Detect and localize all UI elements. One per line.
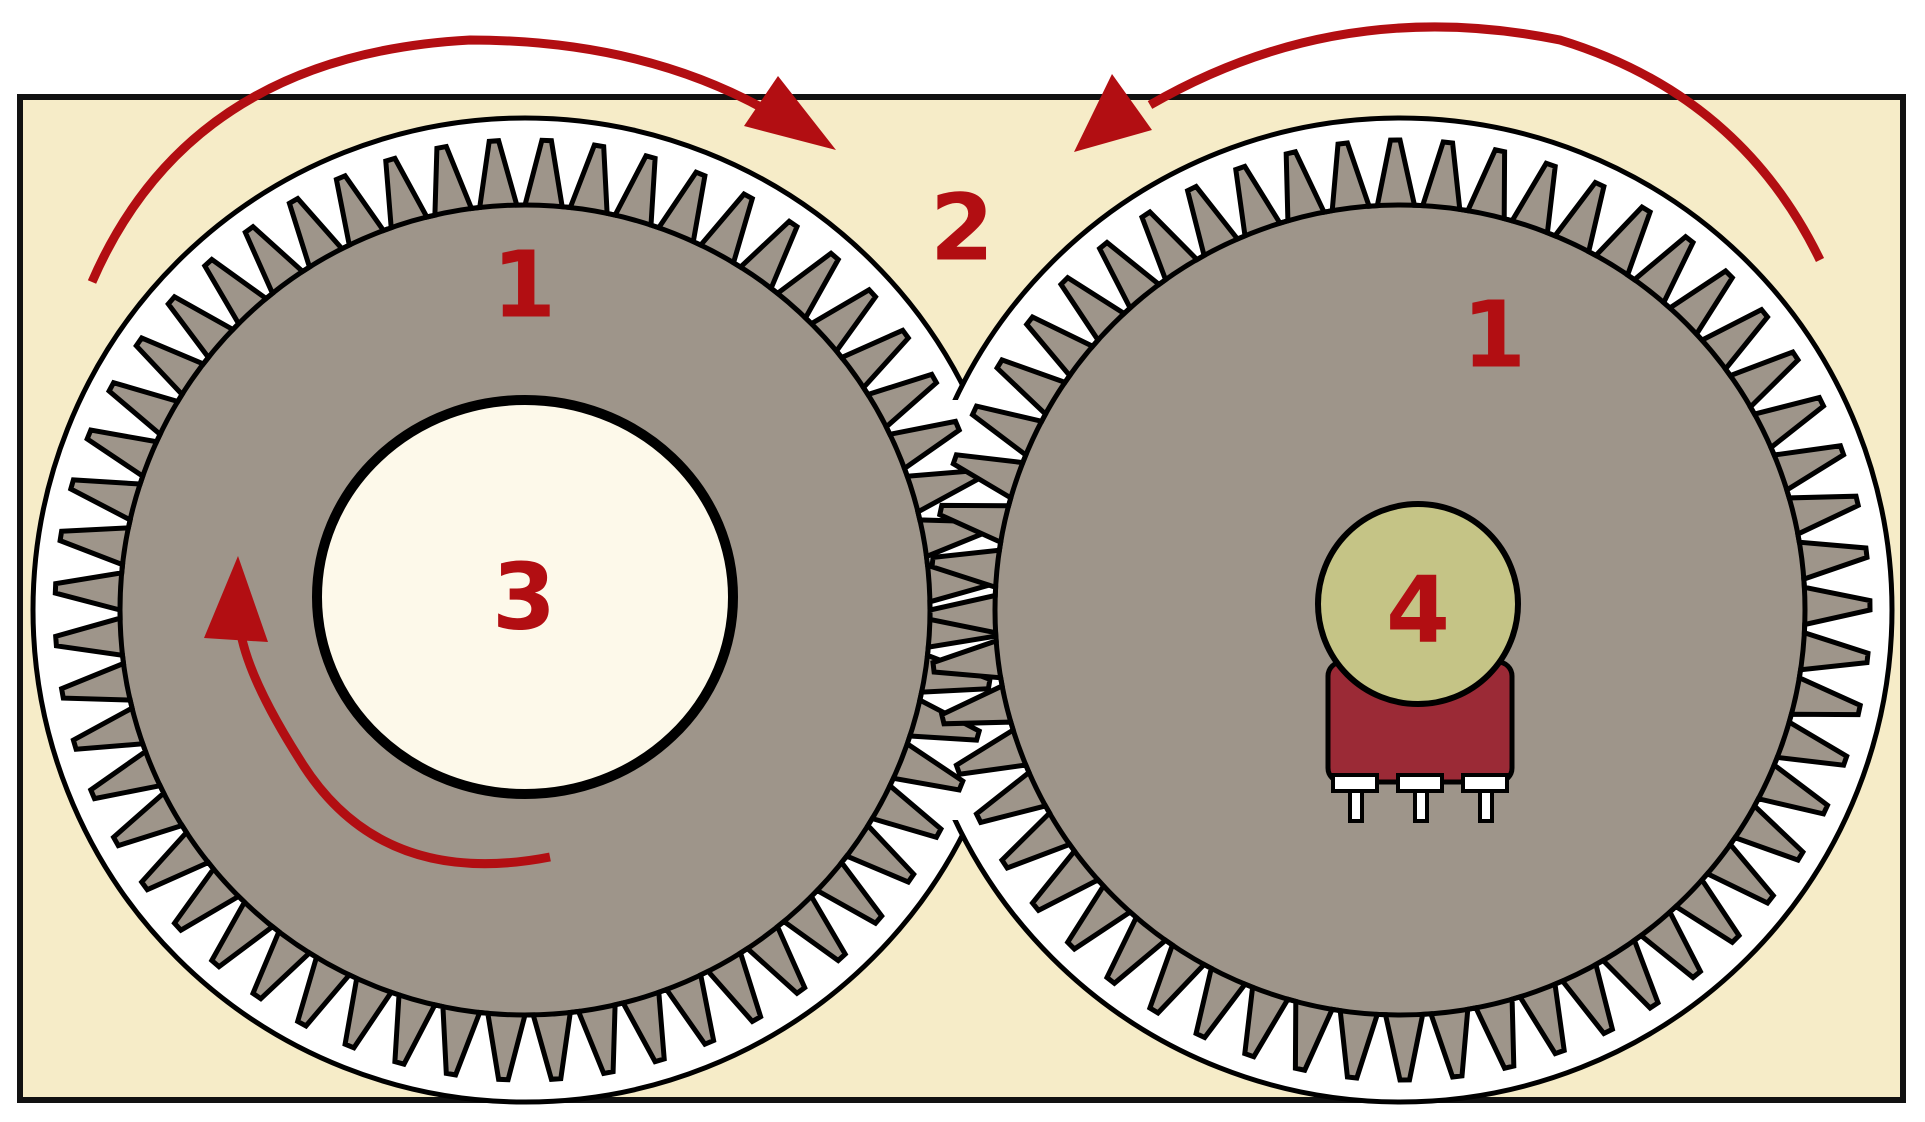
arrow-top-right-flow xyxy=(1147,22,1825,262)
arrow-top-left-head xyxy=(744,76,836,150)
sensor-pin-middle xyxy=(1396,773,1444,793)
sensor-pin-left-leg xyxy=(1348,789,1364,823)
label-gap: 2 xyxy=(930,175,994,282)
sensor-pins xyxy=(1331,773,1509,823)
gear-bore xyxy=(312,395,738,799)
right-gear-inner-ring xyxy=(992,202,1808,1018)
hall-sensor xyxy=(1315,501,1521,823)
label-gear-right: 1 xyxy=(1462,282,1526,389)
sensor-magnet xyxy=(1315,501,1521,707)
arrow-top-right-head xyxy=(1074,74,1152,152)
arrow-rotation-head xyxy=(204,556,268,642)
left-oval-gear xyxy=(52,137,998,1083)
sensor-pin-left xyxy=(1331,773,1379,793)
label-gear-left: 1 xyxy=(492,232,556,339)
arrow-top-left-flow xyxy=(87,35,783,284)
flow-arrows xyxy=(87,22,1825,869)
sensor-pin-right-leg xyxy=(1478,789,1494,823)
sensor-pin-right xyxy=(1461,773,1509,793)
arrow-rotation xyxy=(234,599,551,869)
label-sensor: 4 xyxy=(1386,557,1450,664)
sensor-pin-middle-leg xyxy=(1413,789,1429,823)
label-bore: 3 xyxy=(492,544,556,651)
